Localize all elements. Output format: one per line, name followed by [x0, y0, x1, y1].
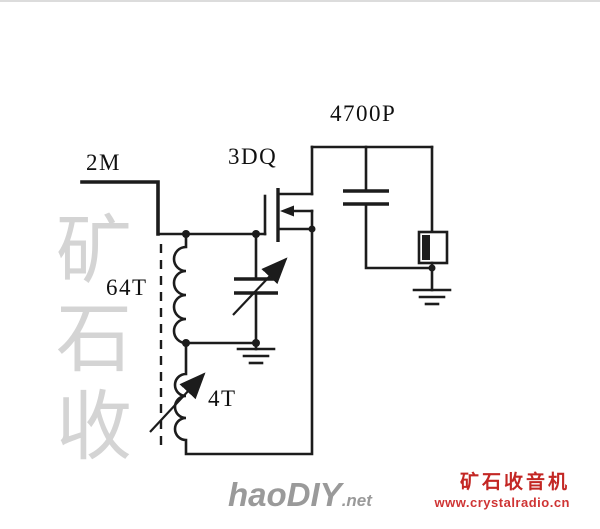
junction-dot	[428, 264, 436, 272]
coil-64t	[172, 232, 188, 345]
brand-site-name: 矿石收音机	[459, 472, 570, 493]
coil-4t-and-return-wire	[173, 227, 314, 456]
feedback-coil-label: 4T	[208, 386, 237, 411]
haodiy-logo-text: haoDIY	[228, 476, 342, 513]
earphone-symbol	[417, 230, 449, 265]
variable-capacitor-arrow	[232, 257, 288, 316]
cap-bottom-lead	[364, 202, 434, 270]
haodiy-logo-suffix: .net	[341, 491, 372, 510]
capacitor-label: 4700P	[330, 101, 396, 126]
transistor-label: 3DQ	[228, 144, 277, 169]
primary-coil-label: 64T	[106, 275, 148, 300]
haodiy-watermark: haoDIY.net	[228, 476, 372, 514]
side-watermark-text: 矿石收	[44, 210, 128, 474]
output-ground-symbol	[412, 288, 452, 306]
antenna-wire	[80, 180, 160, 236]
tank-ground-symbol	[236, 347, 276, 365]
antenna-label: 2M	[86, 150, 121, 175]
brand-site-url: www.crystalradio.cn	[434, 494, 570, 510]
transistor-substrate-arrow	[280, 205, 294, 217]
crystalradio-watermark: 矿石收音机 www.crystalradio.cn	[435, 471, 570, 511]
junction-dot	[308, 225, 316, 233]
variable-coil-arrow	[149, 372, 206, 433]
